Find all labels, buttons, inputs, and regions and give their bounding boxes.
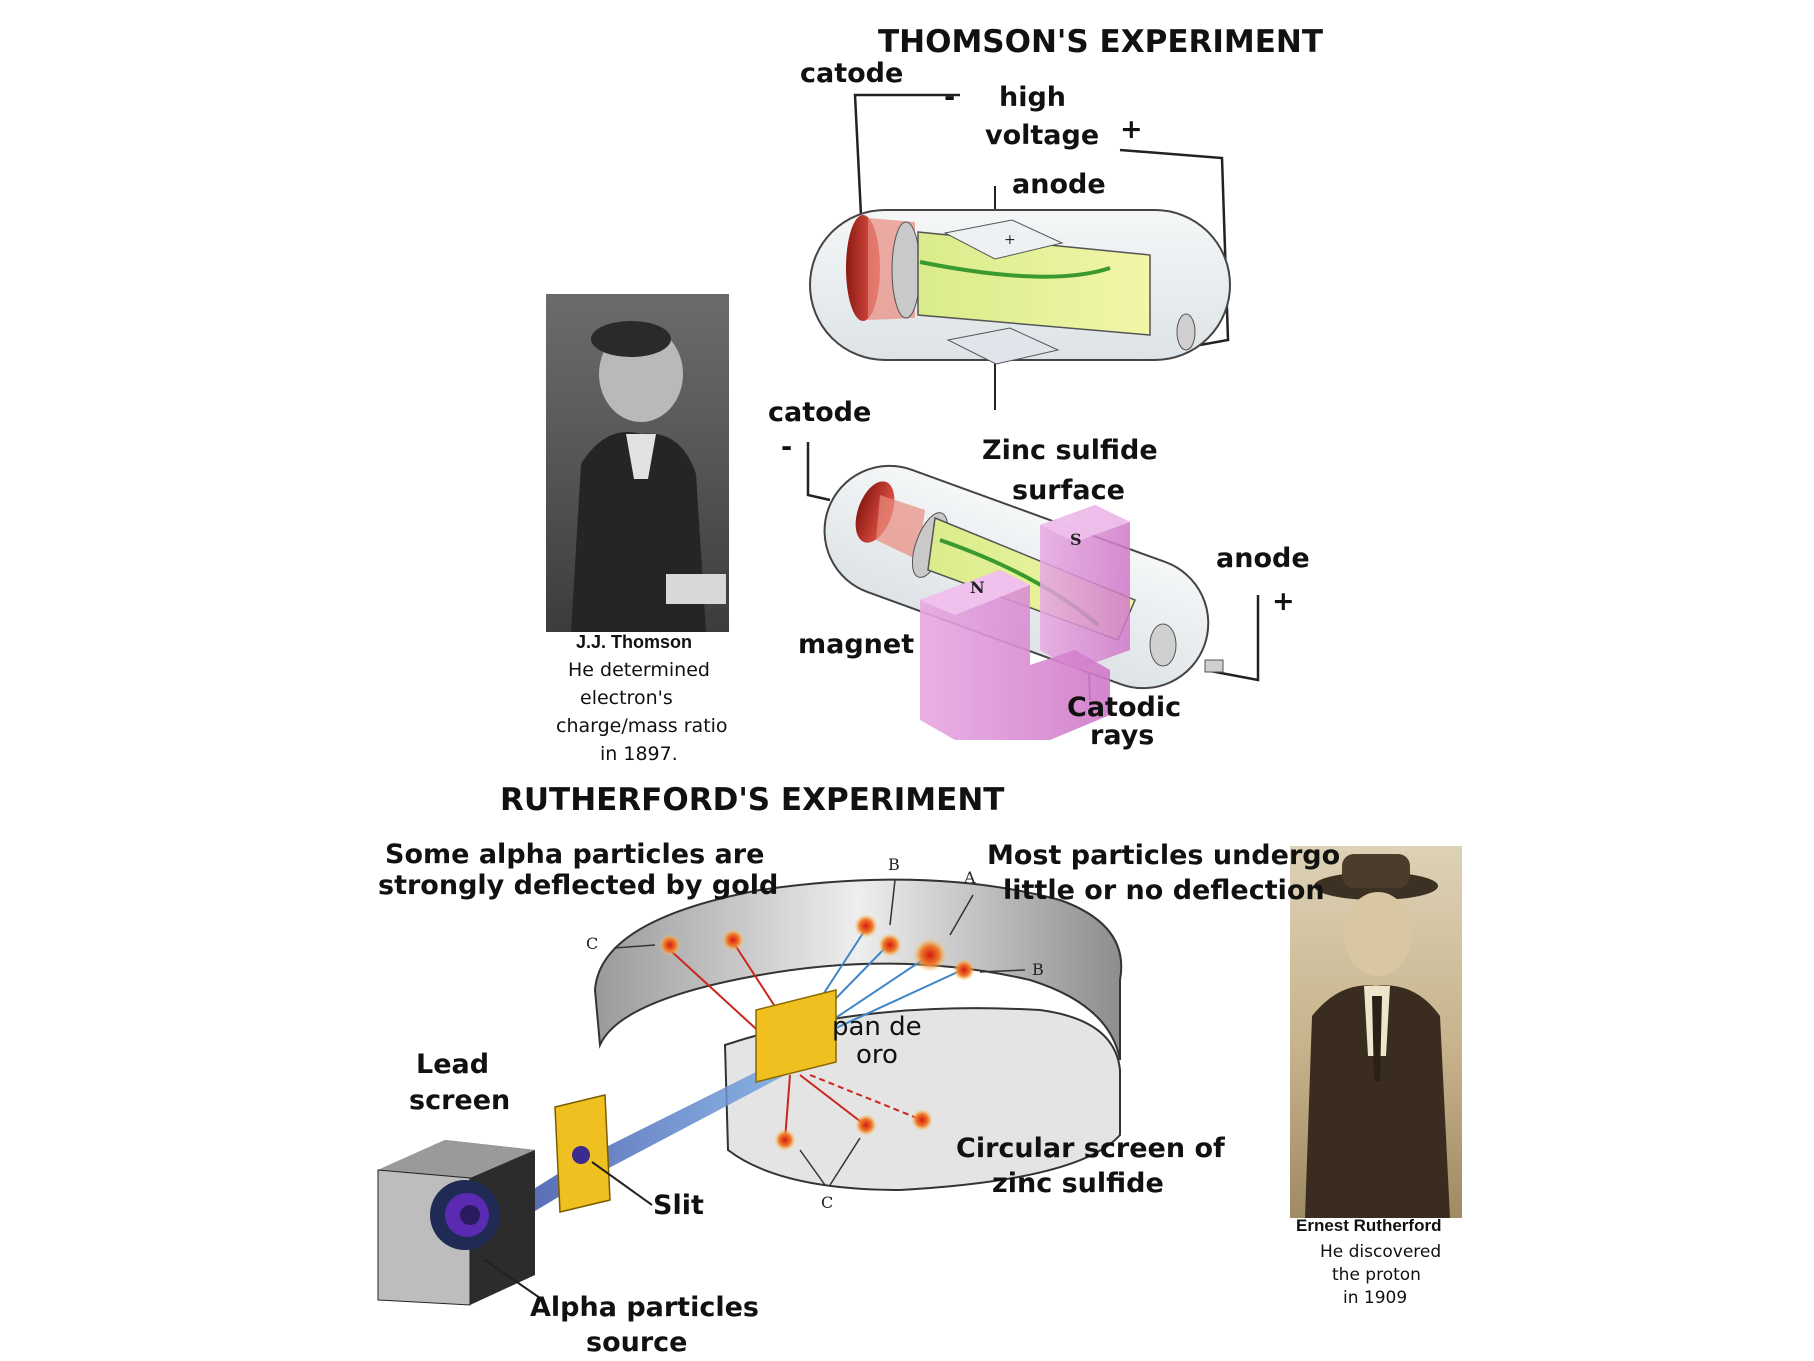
most-line-2: little or no deflection [1003,875,1325,906]
deflect-line-2: strongly deflected by gold [378,870,779,901]
bottom-catode-label: catode [768,397,872,428]
magnet-pole-s: S [1070,530,1082,549]
letter-b-top: B [888,855,900,874]
thomson-desc-4: in 1897. [600,743,678,765]
rutherford-desc-2: the proton [1332,1265,1421,1285]
most-line-1: Most particles undergo [987,840,1341,871]
thomson-top-tube [809,93,1231,410]
thomson-title: THOMSON'S EXPERIMENT [878,24,1324,60]
lead-label: Lead [416,1049,490,1080]
bottom-anode-label: anode [1216,543,1310,574]
bottom-plus-sign: + [1272,586,1295,617]
thomson-desc-1: He determined [568,659,710,681]
high-label: high [999,82,1067,113]
thomson-bottom-tube [806,442,1260,740]
gold-foil-line-1: pan de [832,1012,922,1042]
voltage-label: voltage [985,120,1100,151]
catodic-label: Catodic [1067,692,1182,723]
slit-label: Slit [653,1190,704,1221]
rutherford-photo [1290,846,1462,1218]
deflect-line-1: Some alpha particles are [385,839,765,870]
letter-b-right: B [1032,960,1044,979]
thomson-desc-2: electron's [580,687,673,709]
rutherford-desc-1: He discovered [1320,1242,1442,1262]
top-anode-label: anode [1012,169,1106,200]
magnet-pole-n: N [970,578,985,597]
rutherford-title: RUTHERFORD'S EXPERIMENT [500,782,1005,818]
thomson-photo [546,294,729,632]
letter-c-top: C [586,934,599,953]
circular-screen-line-2: zinc sulfide [992,1168,1164,1199]
top-minus-sign: - [944,82,956,113]
screen-label: screen [409,1085,511,1116]
letter-a: A [964,868,976,887]
plate-plus-sign: + [1004,232,1016,248]
top-catode-label: catode [800,58,904,89]
bottom-minus-sign: - [781,432,793,463]
gold-foil-line-2: oro [856,1040,898,1070]
rutherford-name: Ernest Rutherford [1296,1216,1442,1235]
thomson-name: J.J. Thomson [576,632,693,652]
source-line-1: Alpha particles [530,1292,759,1323]
zinc-sulfide-label: Zinc sulfide [982,435,1158,466]
surface-label: surface [1012,475,1125,506]
top-plus-sign: + [1120,114,1143,145]
rutherford-desc-3: in 1909 [1343,1288,1408,1308]
rays-label: rays [1090,720,1155,751]
letter-c-bottom: C [821,1193,834,1212]
magnet-label: magnet [798,629,915,660]
rutherford-apparatus [377,878,1123,1306]
source-line-2: source [586,1327,688,1358]
circular-screen-line-1: Circular screen of [956,1133,1225,1164]
thomson-desc-3: charge/mass ratio [556,715,728,737]
